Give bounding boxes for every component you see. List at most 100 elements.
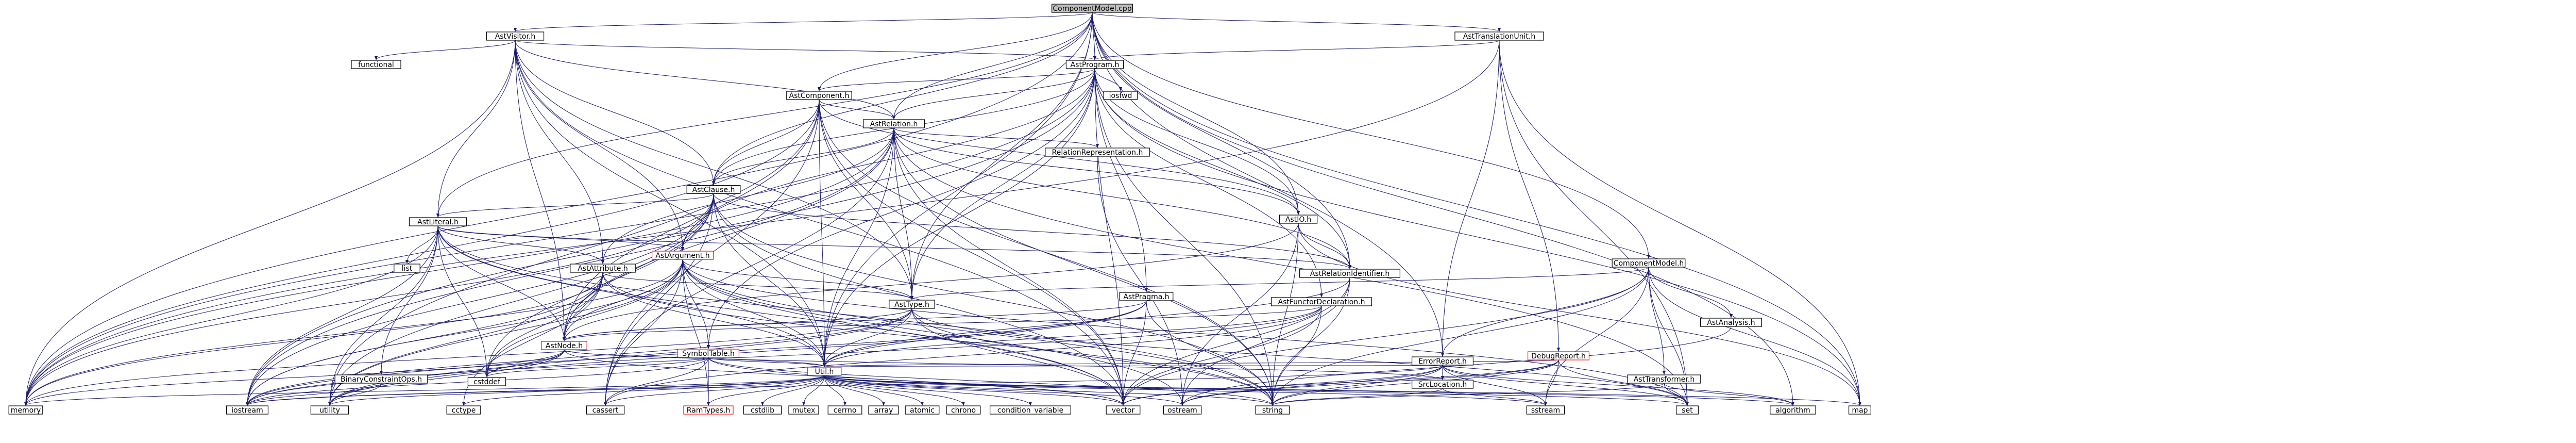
node-ramtypes[interactable]: RamTypes.h: [683, 405, 734, 415]
node-utilh[interactable]: Util.h: [807, 367, 842, 376]
node-astcomponent[interactable]: AstComponent.h: [786, 91, 852, 100]
edge-astprogram-to-iostream: [245, 68, 1095, 406]
edge-astargument-to-set: [682, 259, 1689, 406]
edge-root-to-astvisitor: [514, 12, 1093, 32]
node-astrelation[interactable]: AstRelation.h: [862, 119, 925, 128]
node-iostream[interactable]: iostream: [226, 405, 269, 415]
node-box-astprogram: [1065, 60, 1124, 69]
node-astliteral[interactable]: AstLiteral.h: [409, 217, 467, 226]
node-cctype[interactable]: cctype: [446, 405, 481, 415]
node-asttranslationunit[interactable]: AstTranslationUnit.h: [1454, 31, 1544, 41]
node-label-cerrno: cerrno: [834, 406, 857, 415]
node-box-symboltable: [677, 349, 739, 358]
node-cstddef[interactable]: cstddef: [467, 377, 506, 386]
node-box-array: [868, 405, 899, 415]
edge-astvisitor-to-astnode: [515, 40, 566, 341]
node-string[interactable]: string: [1255, 405, 1290, 415]
node-symboltable[interactable]: SymbolTable.h: [677, 349, 739, 358]
node-vector[interactable]: vector: [1106, 405, 1141, 415]
node-cstdlib[interactable]: cstdlib: [743, 405, 782, 415]
edge-utilh-to-map: [824, 375, 1861, 406]
edge-astliteral-to-astrelationidentifier: [437, 225, 1351, 269]
node-cassert[interactable]: cassert: [586, 405, 625, 415]
edge-root-to-memory: [24, 12, 1093, 406]
edge-asttype-to-utility: [328, 308, 912, 406]
node-algorithm[interactable]: algorithm: [1770, 405, 1816, 415]
node-label-asttype: AstType.h: [894, 301, 929, 309]
edge-astclause-to-utilh: [713, 193, 826, 367]
node-box-componentmodel_h: [1612, 258, 1686, 268]
edge-errorreport-to-utilh: [824, 363, 1443, 367]
edge-astattribute-to-memory: [24, 272, 603, 406]
node-set[interactable]: set: [1676, 405, 1699, 415]
edge-astcomponent-to-astclause: [711, 99, 820, 186]
node-label-astargument: AstArgument.h: [655, 252, 709, 260]
node-errorreport[interactable]: ErrorReport.h: [1412, 356, 1474, 366]
edge-astcomponent-to-astnode: [562, 99, 820, 341]
node-relationrepresentation[interactable]: RelationRepresentation.h: [1045, 147, 1150, 157]
node-astrelationidentifier[interactable]: AstRelationIdentifier.h: [1299, 269, 1401, 278]
edge-astvisitor-to-vector: [515, 40, 1125, 406]
node-label-algorithm: algorithm: [1775, 406, 1810, 415]
node-astanalysis[interactable]: AstAnalysis.h: [1700, 318, 1762, 327]
node-sstream[interactable]: sstream: [1526, 405, 1565, 415]
node-box-utilh: [807, 367, 842, 376]
node-asttransformer[interactable]: AstTransformer.h: [1627, 374, 1701, 384]
node-chrono[interactable]: chrono: [946, 405, 981, 415]
edge-asttranslationunit-to-debugreport: [1499, 40, 1561, 352]
node-astvisitor[interactable]: AstVisitor.h: [486, 31, 545, 41]
node-label-condition_variable: condition_variable: [997, 406, 1063, 415]
node-componentmodel_h[interactable]: ComponentModel.h: [1612, 258, 1686, 268]
node-asttype[interactable]: AstType.h: [889, 300, 935, 309]
node-astclause[interactable]: AstClause.h: [686, 185, 741, 194]
node-astpragma[interactable]: AstPragma.h: [1119, 292, 1174, 301]
edge-astrelation-to-astclause: [711, 127, 894, 186]
edge-utilh-to-sstream: [824, 375, 1547, 406]
node-utility[interactable]: utility: [310, 405, 349, 415]
edge-utilh-to-cerrno: [824, 375, 847, 406]
edge-astclause-to-astliteral: [436, 193, 714, 218]
node-astio[interactable]: AstIO.h: [1279, 215, 1318, 224]
edge-astcomponent-to-asttype: [819, 99, 914, 300]
edge-astrelation-to-utilh: [822, 127, 894, 367]
node-map[interactable]: map: [1849, 405, 1872, 415]
node-cerrno[interactable]: cerrno: [827, 405, 862, 415]
node-astnode[interactable]: AstNode.h: [541, 341, 587, 350]
edge-astliteral-to-cstddef: [437, 225, 489, 378]
node-list[interactable]: list: [394, 264, 420, 273]
node-debugreport[interactable]: DebugReport.h: [1528, 351, 1590, 360]
node-box-astfunctordeclaration: [1271, 297, 1372, 306]
node-astfunctordeclaration[interactable]: AstFunctorDeclaration.h: [1271, 297, 1372, 306]
edge-astclause-to-astnode: [562, 193, 714, 341]
node-srclocation[interactable]: SrcLocation.h: [1412, 380, 1474, 389]
node-condition_variable[interactable]: condition_variable: [989, 405, 1071, 415]
node-mutex[interactable]: mutex: [788, 405, 819, 415]
node-astprogram[interactable]: AstProgram.h: [1065, 60, 1124, 69]
edge-binaryconstraintops-to-iostream: [245, 383, 382, 406]
node-label-astprogram: AstProgram.h: [1071, 61, 1120, 69]
edge-astvisitor-to-memory: [24, 40, 516, 406]
edge-errorreport-to-vector: [1121, 365, 1443, 406]
edge-astnode-to-utility: [328, 349, 565, 406]
node-iosfwd[interactable]: iosfwd: [1103, 91, 1138, 100]
edge-astattribute-to-utilh: [602, 272, 826, 367]
node-memory[interactable]: memory: [8, 405, 43, 415]
node-array[interactable]: array: [868, 405, 899, 415]
edge-astliteral-to-vector: [437, 225, 1125, 406]
edge-utilh-to-string: [824, 375, 1274, 406]
edge-asttranslationunit-to-map: [1499, 40, 1862, 406]
node-astattribute[interactable]: AstAttribute.h: [570, 264, 636, 273]
edge-astclause-to-utility: [328, 193, 714, 406]
edge-astrelation-to-astrelationidentifier: [893, 127, 1352, 269]
node-label-astcomponent: AstComponent.h: [789, 92, 850, 100]
node-binaryconstraintops[interactable]: BinaryConstraintOps.h: [334, 374, 428, 384]
edge-astrelation-to-cassert: [603, 127, 894, 406]
node-functional[interactable]: functional: [351, 60, 401, 69]
edge-astcomponent-to-memory: [24, 99, 820, 406]
node-atomic[interactable]: atomic: [905, 405, 940, 415]
node-label-asttranslationunit: AstTranslationUnit.h: [1463, 32, 1535, 41]
node-astargument[interactable]: AstArgument.h: [651, 251, 714, 260]
node-ostream[interactable]: ostream: [1163, 405, 1202, 415]
node-label-symboltable: SymbolTable.h: [682, 350, 735, 358]
